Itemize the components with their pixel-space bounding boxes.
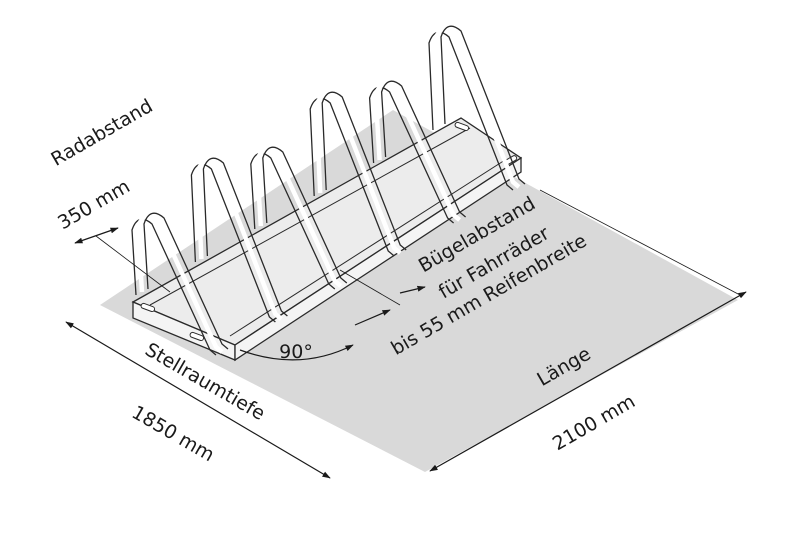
bracket-spacing-pointer-2 — [354, 309, 391, 326]
bike-bracket-tube — [262, 146, 348, 284]
dimension-lines — [65, 189, 747, 479]
bike-bracket-1 — [131, 212, 229, 356]
mounting-slot-back — [454, 121, 470, 132]
bike-bracket-tube — [380, 80, 467, 218]
bike-bracket-3 — [250, 146, 348, 290]
bike-bracket-tube — [143, 212, 229, 350]
bracket-spacing-extension — [339, 269, 401, 306]
length-extension-right — [539, 189, 741, 296]
bike-bracket-5 — [368, 80, 467, 224]
length-value: 2100 mm — [549, 390, 639, 455]
bike-bracket-4 — [309, 91, 407, 257]
angle-label: 90° — [279, 341, 313, 363]
bracket-spacing-pointer-1 — [399, 285, 426, 294]
bike-brackets — [131, 25, 526, 356]
bike-bracket-6 — [428, 25, 526, 191]
wheel-spacing-value: 350 mm — [54, 175, 134, 234]
bike-bracket-tube — [321, 91, 407, 251]
depth-dimension — [65, 321, 331, 479]
depth-value: 1850 mm — [128, 401, 218, 466]
wheel-spacing-extension — [95, 235, 171, 293]
bike-bracket-tube — [440, 25, 526, 185]
wheel-spacing-dimension — [74, 227, 119, 244]
mounting-slot-left — [140, 302, 156, 313]
wheel-spacing-title: Radabstand — [47, 95, 156, 171]
bike-bracket-tube — [202, 157, 288, 317]
bike-bracket-2 — [190, 157, 288, 323]
length-dimension — [429, 291, 747, 472]
